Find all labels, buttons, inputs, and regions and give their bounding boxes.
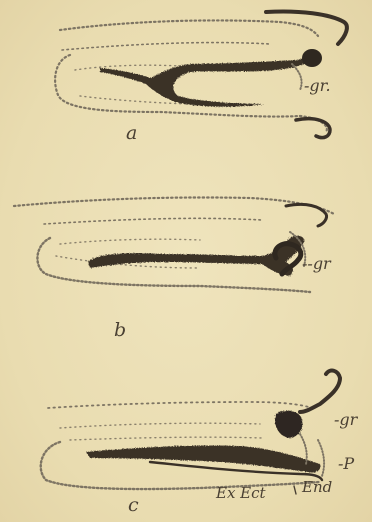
panel-c-ectoderm-outline — [48, 402, 312, 408]
panel-a-stipple-right — [292, 64, 302, 90]
panel-a-dark-band — [100, 56, 318, 107]
panel-a-drawing — [55, 11, 347, 137]
panel-b-ectoderm-lower — [44, 218, 262, 224]
panel-c-end-pointer — [294, 486, 296, 494]
panel-a-gr-label: -gr. — [304, 78, 331, 94]
panel-a-right-hook — [296, 119, 330, 138]
panel-b-gr-label: --gr — [302, 256, 331, 272]
panel-c-gr-label: -gr — [334, 412, 357, 428]
panel-b-top-thread — [286, 204, 327, 226]
panel-b-drawing — [14, 197, 334, 292]
panel-c-p-label: -P — [338, 456, 354, 472]
panel-a-gr-knot — [302, 49, 322, 67]
panel-c-ectoderm-inner — [60, 423, 262, 440]
panel-c-drawing — [41, 371, 340, 494]
panel-c-ex-ect-label: Ex Ect — [216, 486, 266, 501]
panel-b-letter: b — [114, 321, 126, 340]
panel-b-dark-band — [88, 236, 304, 276]
panel-c-end-label: End — [302, 480, 332, 495]
panel-a-letter: a — [126, 124, 137, 143]
panel-c-letter: c — [128, 496, 139, 515]
panel-c-gr-mass — [275, 411, 302, 438]
panel-a-ectoderm-lower — [62, 43, 270, 50]
panel-a-ectoderm-outline — [60, 20, 318, 36]
